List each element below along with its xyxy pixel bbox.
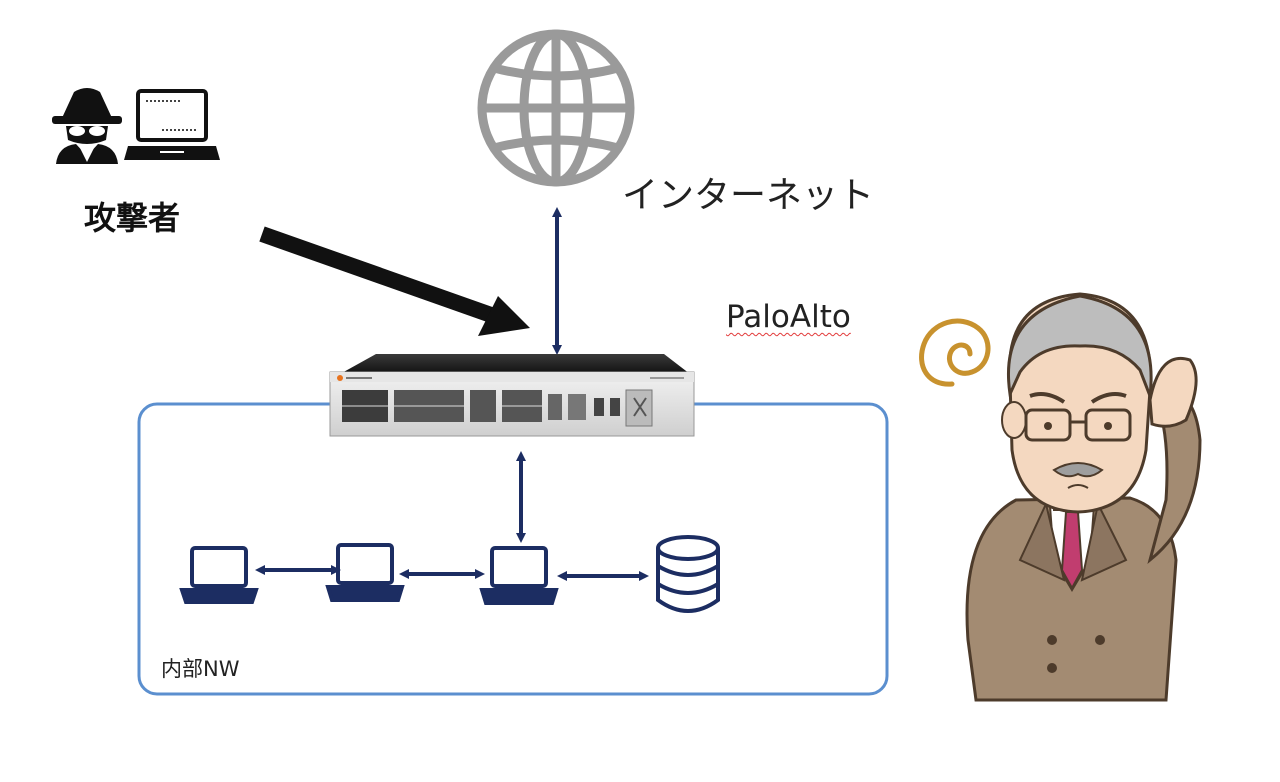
confused-man-icon xyxy=(965,292,1202,702)
internet-label: インターネット xyxy=(622,175,875,216)
client-laptop-1 xyxy=(179,546,259,604)
attacker-label: 攻撃者 xyxy=(84,199,181,237)
firewall-appliance xyxy=(329,354,695,437)
internal-links xyxy=(255,565,649,581)
confusion-swirl-icon xyxy=(919,318,991,387)
paloalto-text: PaloAlto xyxy=(726,299,851,335)
client-laptop-2 xyxy=(325,543,405,602)
database-icon xyxy=(656,535,720,613)
internal-network-label: 内部NW xyxy=(161,657,240,681)
client-laptop-3 xyxy=(479,546,559,605)
attack-arrow xyxy=(259,226,530,336)
spy-icon xyxy=(52,88,122,164)
globe-icon xyxy=(477,29,635,187)
laptop-icon xyxy=(124,89,220,160)
paloalto-label: PaloAlto xyxy=(726,299,851,335)
